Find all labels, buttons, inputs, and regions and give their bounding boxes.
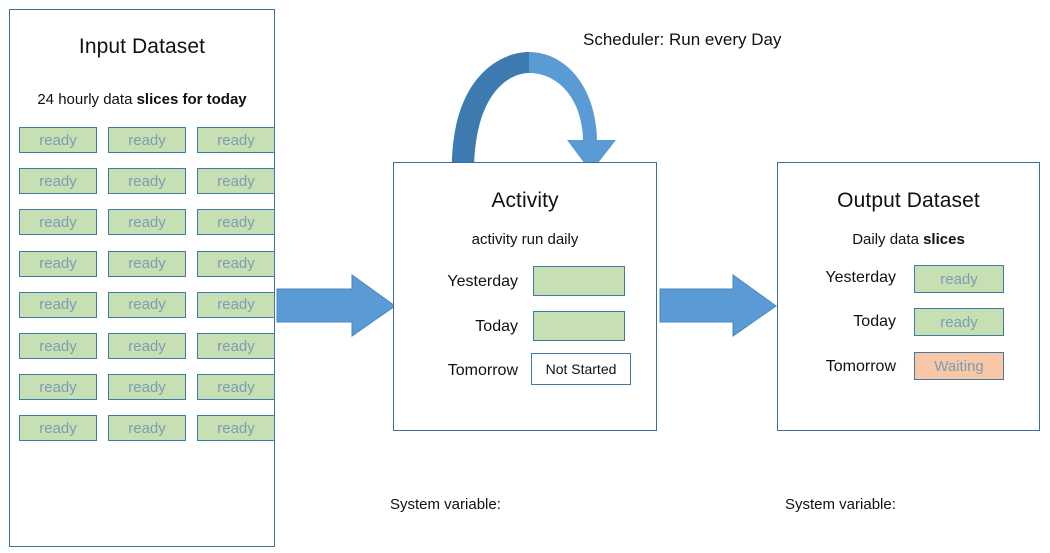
input-dataset-title: Input Dataset	[78, 35, 206, 58]
input-slice-chip: ready	[197, 168, 275, 195]
output-row-label-0: Yesterday	[825, 269, 896, 286]
output-system-variable-block: System variable: SliceStart = Midnight T…	[785, 452, 996, 553]
input-dataset-panel: Input Dataset 24 hourly data slices for …	[9, 9, 275, 547]
input-slice-chip: ready	[197, 127, 275, 153]
input-slice-chip: ready	[197, 415, 275, 442]
output-row-label-2: Tomorrow	[825, 358, 896, 375]
input-subtitle-bold: slices for today	[136, 91, 247, 108]
input-slice-chip: ready	[19, 333, 97, 359]
activity-row-label-1: Today	[475, 318, 518, 335]
activity-title: Activity	[491, 189, 559, 212]
activity-system-variable-block: System variable: WindowStart = Midnight …	[390, 452, 622, 553]
output-subtitle-prefix: Daily data	[852, 231, 924, 248]
activity-row-label-0: Yesterday	[447, 273, 518, 290]
input-slice-chip: ready	[197, 250, 275, 277]
activity-subtitle: activity run daily	[471, 231, 579, 248]
scheduler-label: Scheduler: Run every Day	[583, 30, 782, 49]
input-slice-chip: ready	[197, 291, 275, 318]
input-slice-chip: ready	[197, 333, 275, 359]
output-row-status-1: ready	[914, 308, 1004, 336]
input-slice-chip: ready	[19, 291, 97, 318]
input-slice-chip: ready	[197, 374, 275, 401]
input-slice-chip: ready	[19, 209, 97, 236]
activity-row-status-1	[533, 311, 625, 341]
input-slice-chip: ready	[19, 415, 97, 442]
output-dataset-panel: Output Dataset Daily data slices Yesterd…	[777, 162, 1040, 431]
output-subtitle-bold: slices	[923, 231, 965, 248]
output-row-label-1: Today	[853, 313, 896, 330]
input-slice-chip: ready	[108, 127, 186, 153]
activity-sysvar-heading: System variable:	[390, 496, 501, 513]
input-slice-chip: ready	[108, 250, 186, 277]
input-slice-chip: ready	[108, 168, 186, 195]
input-subtitle-prefix: 24 hourly data	[37, 91, 137, 108]
activity-panel: Activity activity run daily Yesterday To…	[393, 162, 657, 431]
input-slice-chip: ready	[19, 168, 97, 195]
input-slice-chip: ready	[19, 127, 97, 153]
input-slice-chip: ready	[108, 415, 186, 442]
input-slice-chip: ready	[197, 209, 275, 236]
output-row-status-2: Waiting	[914, 352, 1004, 380]
output-dataset-title: Output Dataset	[837, 189, 980, 212]
activity-row-status-2: Not Started	[531, 353, 631, 385]
output-sysvar-heading: System variable:	[785, 496, 896, 513]
input-to-activity-arrow	[276, 274, 396, 337]
input-slice-chip: ready	[108, 209, 186, 236]
input-slice-chip: ready	[19, 250, 97, 277]
output-dataset-subtitle: Daily data slices	[778, 231, 1039, 248]
input-slice-chip: ready	[108, 291, 186, 318]
activity-row-label-2: Tomorrow	[447, 362, 518, 379]
input-slice-chip: ready	[108, 374, 186, 401]
input-slice-chip: ready	[108, 333, 186, 359]
activity-row-status-0	[533, 266, 625, 296]
activity-to-output-arrow	[659, 274, 777, 337]
scheduler-loop-arrow	[451, 52, 616, 180]
input-dataset-subtitle: 24 hourly data slices for today	[10, 91, 274, 108]
output-row-status-0: ready	[914, 265, 1004, 293]
input-slice-chip: ready	[19, 374, 97, 401]
